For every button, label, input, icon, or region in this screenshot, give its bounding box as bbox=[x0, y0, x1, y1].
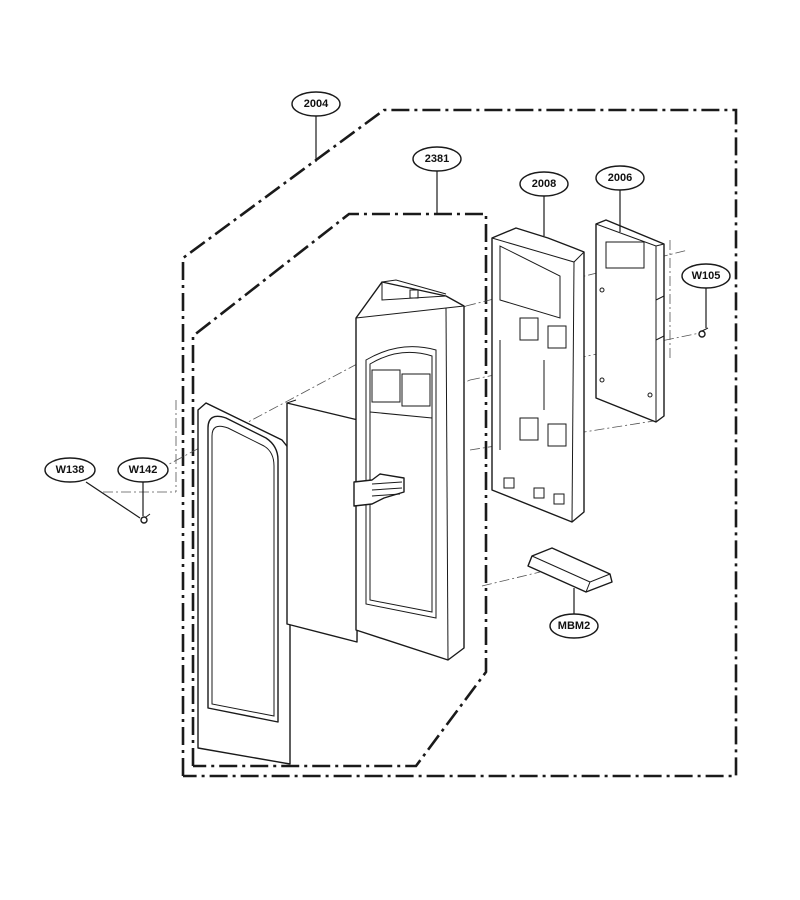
callout-w142-label: W142 bbox=[129, 464, 158, 476]
membrane-sheet bbox=[286, 399, 359, 643]
control-panel-body bbox=[355, 279, 465, 661]
part-mbm2 bbox=[527, 547, 613, 593]
callout-w142: W142 bbox=[117, 457, 169, 483]
callout-w138: W138 bbox=[44, 457, 96, 483]
assembly-2004-boundary bbox=[181, 108, 738, 778]
callout-w105: W105 bbox=[681, 263, 731, 289]
screw-w142 bbox=[140, 513, 151, 524]
callout-2006-label: 2006 bbox=[608, 172, 632, 184]
callout-w138-label: W138 bbox=[56, 464, 85, 476]
callout-2004-label: 2004 bbox=[304, 98, 329, 110]
screw-w105 bbox=[698, 327, 709, 338]
callout-2006: 2006 bbox=[595, 165, 645, 191]
ribbon-cable bbox=[353, 473, 405, 507]
callout-mbm2-label: MBM2 bbox=[558, 620, 590, 632]
callout-2004: 2004 bbox=[291, 91, 341, 117]
callout-w105-label: W105 bbox=[692, 270, 721, 282]
pcb-2006 bbox=[595, 219, 665, 423]
callout-2381-label: 2381 bbox=[425, 153, 449, 165]
bracket-2008 bbox=[491, 227, 585, 523]
door-front-panel bbox=[197, 402, 291, 765]
assembly-2381-boundary bbox=[191, 212, 488, 768]
callout-2008: 2008 bbox=[519, 171, 569, 197]
callout-2381: 2381 bbox=[412, 146, 462, 172]
callout-mbm2: MBM2 bbox=[549, 613, 599, 639]
callout-2008-label: 2008 bbox=[532, 178, 556, 190]
